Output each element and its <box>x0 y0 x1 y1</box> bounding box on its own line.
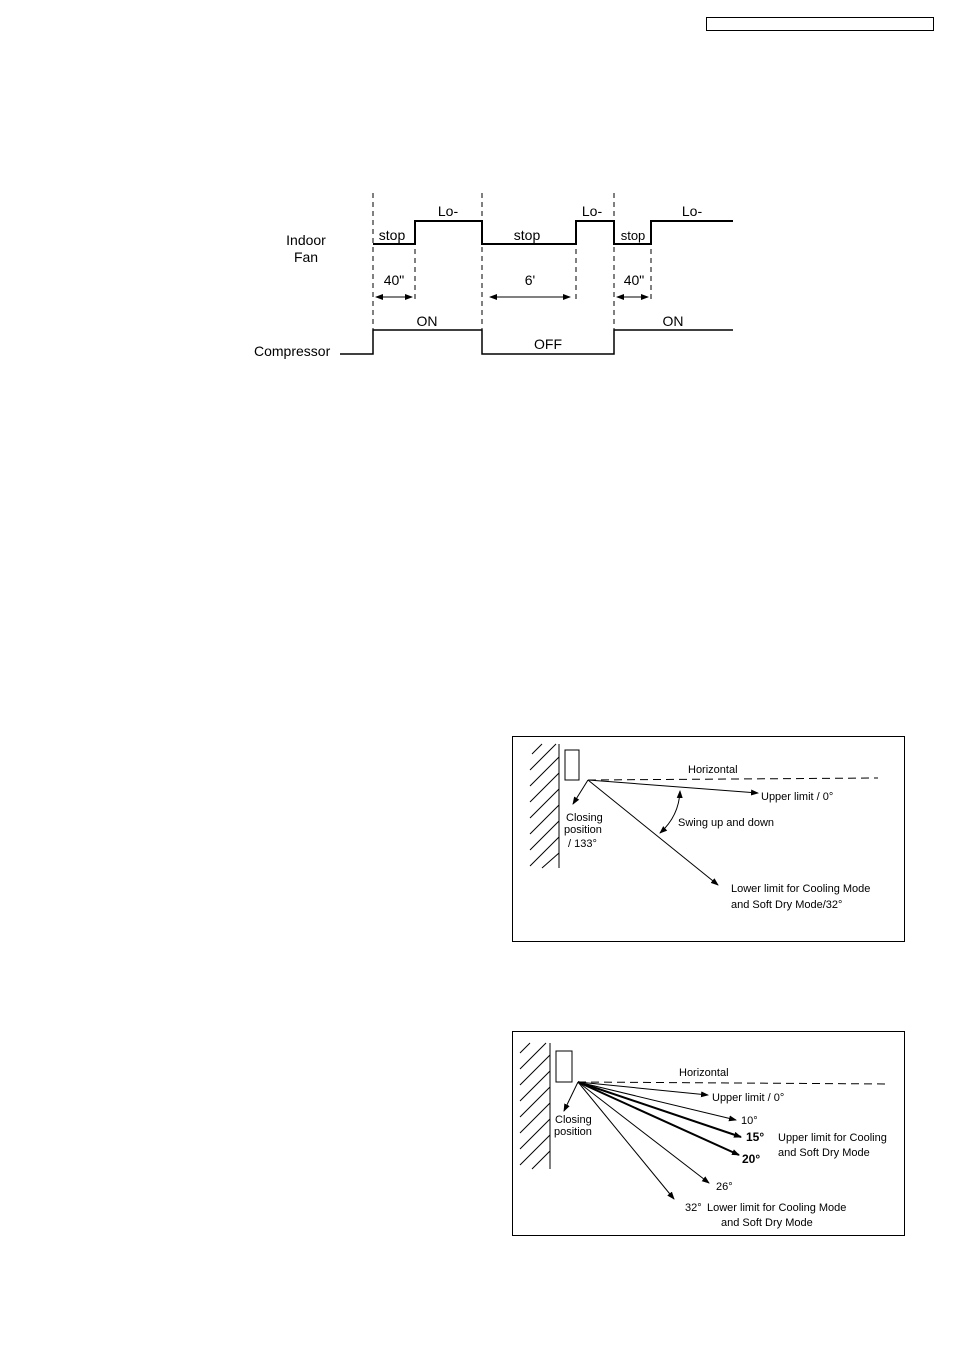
closing-label-2: position <box>554 1126 592 1138</box>
upper-cooling-label-1: Upper limit for Cooling <box>778 1132 887 1144</box>
angle-10-label: 10° <box>741 1115 758 1127</box>
closing-label-3: / 133° <box>568 838 597 850</box>
angle-20-arrow <box>577 1081 740 1156</box>
angle-32-label: 32° <box>685 1202 702 1214</box>
duration-label-2: 6' <box>525 272 535 288</box>
angle-10-arrow <box>577 1081 737 1122</box>
compressor-state-on-2: ON <box>663 313 684 329</box>
indoor-fan-label-line1: Indoor <box>286 232 326 248</box>
horizontal-line <box>577 1081 891 1085</box>
fan-waveform <box>373 220 733 245</box>
wall-hatching <box>529 743 560 869</box>
compressor-state-off: OFF <box>534 336 562 352</box>
indoor-unit <box>555 1050 573 1083</box>
horizontal-label: Horizontal <box>688 764 738 776</box>
swing-diagram-1: Horizontal Upper limit / 0° Swing up and… <box>529 743 879 911</box>
lower-limit-label-2: and Soft Dry Mode/32° <box>731 899 842 911</box>
closing-label-1: Closing <box>566 812 603 824</box>
lower-limit-arrow <box>587 779 719 886</box>
duration-label-3: 40" <box>624 272 645 288</box>
fan-state-stop-2: stop <box>514 227 541 243</box>
duration-label-1: 40" <box>384 272 405 288</box>
swing-diagram-2-panel <box>512 1031 905 1236</box>
compressor-state-on-1: ON <box>417 313 438 329</box>
lower-limit-label-1: Lower limit for Cooling Mode <box>731 883 870 895</box>
angle-20-label: 20° <box>742 1152 760 1166</box>
upper-limit-label: Upper limit / 0° <box>712 1092 784 1104</box>
fan-state-lo-3: Lo- <box>682 203 703 219</box>
header-box <box>706 17 934 31</box>
swing-label: Swing up and down <box>678 817 774 829</box>
timing-dividers <box>372 193 652 330</box>
indoor-unit <box>564 749 580 781</box>
closing-label-2: position <box>564 824 602 836</box>
upper-limit-arrow <box>587 779 759 796</box>
compressor-waveform <box>340 329 733 355</box>
fan-state-stop-3: stop <box>621 228 646 243</box>
closing-label-1: Closing <box>555 1114 592 1126</box>
angle-26-arrow <box>577 1081 710 1184</box>
angle-15-label: 15° <box>746 1130 764 1144</box>
swing-arc <box>659 790 683 834</box>
fan-state-lo-1: Lo- <box>438 203 459 219</box>
upper-cooling-label-2: and Soft Dry Mode <box>778 1147 870 1159</box>
horizontal-line <box>587 777 879 781</box>
closing-position-arrow <box>563 1081 579 1112</box>
horizontal-label: Horizontal <box>679 1067 729 1079</box>
indoor-fan-label-line2: Fan <box>294 249 318 265</box>
angle-32-arrow <box>577 1081 675 1200</box>
fan-state-lo-2: Lo- <box>582 203 603 219</box>
lower-cooling-label-1: Lower limit for Cooling Mode <box>707 1202 846 1214</box>
lower-cooling-label-2: and Soft Dry Mode <box>721 1217 813 1229</box>
closing-position-arrow <box>572 779 589 805</box>
upper-limit-arrow <box>577 1081 709 1098</box>
wall-hatching <box>519 1042 551 1170</box>
angle-26-label: 26° <box>716 1181 733 1193</box>
swing-diagram-2: Horizontal Upper limit / 0° Closing posi… <box>519 1042 891 1229</box>
compressor-label: Compressor <box>254 343 331 359</box>
timing-chart: Indoor Fan Compressor stop Lo- stop Lo- … <box>254 193 733 359</box>
angle-15-arrow <box>577 1081 742 1138</box>
upper-limit-label: Upper limit / 0° <box>761 791 833 803</box>
fan-state-stop-1: stop <box>379 227 406 243</box>
